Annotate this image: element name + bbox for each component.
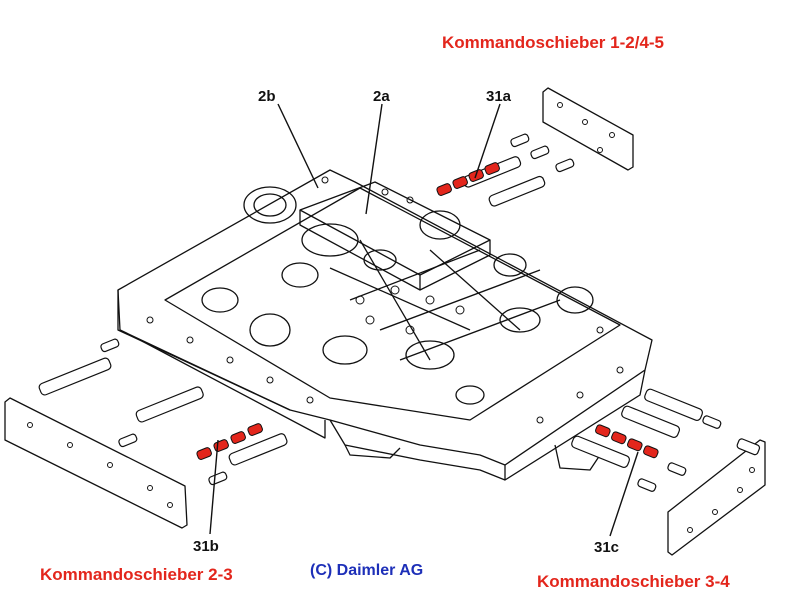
- callout-2a: 2a: [373, 88, 390, 105]
- cover-plate-right: [667, 439, 766, 556]
- leader-31b: [209, 439, 219, 535]
- spool-31a: [436, 162, 500, 196]
- caption-kommandoschieber-1-2-4-5: Kommandoschieber 1-2/4-5: [442, 33, 665, 52]
- caption-kommandoschieber-3-4: Kommandoschieber 3-4: [537, 572, 730, 591]
- spool-31c: [595, 424, 659, 459]
- callout-2b: 2b: [258, 88, 276, 105]
- copyright-text: (C) Daimler AG: [310, 562, 424, 579]
- spool-31b: [196, 423, 263, 460]
- callout-31a: 31a: [486, 88, 512, 105]
- callout-31b: 31b: [193, 538, 219, 555]
- leader-2a: [365, 103, 383, 215]
- callout-31c: 31c: [594, 539, 619, 556]
- cover-plate-top: [542, 87, 634, 171]
- leader-2b: [277, 103, 319, 189]
- leader-31a: [474, 103, 501, 179]
- valve-body-plate: [117, 169, 653, 466]
- leader-31c: [609, 451, 639, 537]
- caption-kommandoschieber-2-3: Kommandoschieber 2-3: [40, 565, 233, 584]
- cover-plate-left: [4, 397, 188, 529]
- upper-channel-plate: [299, 181, 491, 276]
